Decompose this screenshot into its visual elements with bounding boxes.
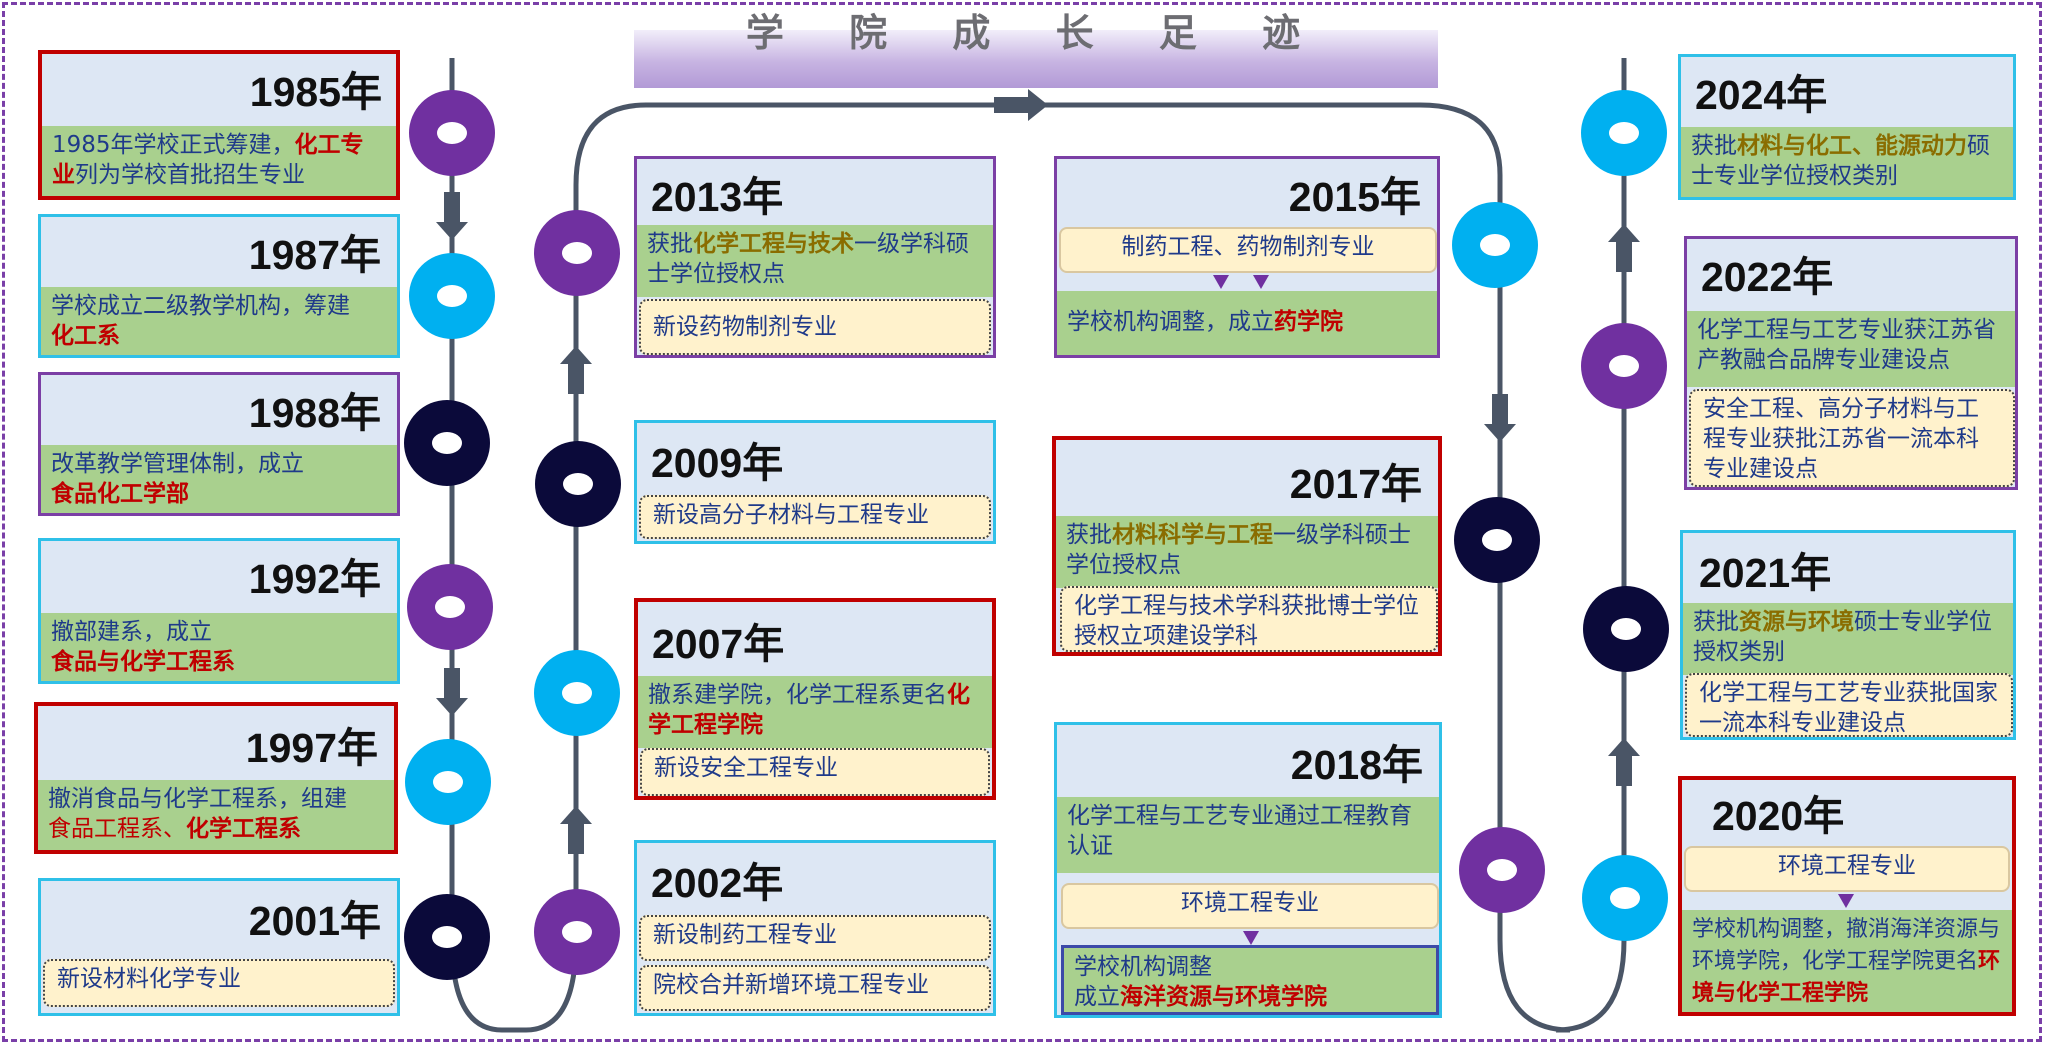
- event-card-2024: 2024年 获批材料与化工、能源动力硕士专业学位授权类别: [1678, 54, 2016, 200]
- arrow-up-4-head: [1608, 738, 1640, 756]
- small-arrow-icon: [1243, 931, 1259, 945]
- event-text: 1985年学校正式筹建，化工专业列为学校首批招生专业: [42, 126, 396, 196]
- event-card-2020: 2020年 环境工程专业 学校机构调整，撤消海洋资源与环境学院，化学工程学院更名…: [1678, 776, 2016, 1016]
- event-card-1988: 1988年 改革教学管理体制，成立食品化工学部: [38, 372, 400, 516]
- event-note-mid: 环境工程专业: [1061, 883, 1439, 929]
- event-text: 撤系建学院，化学工程系更名化学工程学院: [638, 676, 992, 748]
- event-card-1997: 1997年 撤消食品与化学工程系，组建食品工程系、化学工程系: [34, 702, 398, 854]
- event-card-2013: 2013年 获批化学工程与技术一级学科硕士学位授权点 新设药物制剂专业: [634, 156, 996, 358]
- small-arrow-icon: [1253, 275, 1269, 289]
- year-label: 2020年: [1712, 793, 1845, 839]
- event-card-1992: 1992年 撤部建系，成立食品与化学工程系: [38, 538, 400, 684]
- year-label: 2002年: [651, 860, 784, 906]
- arrow-up-1: [568, 364, 584, 394]
- small-arrow-icon: [1838, 894, 1854, 908]
- year-label: 2017年: [1289, 461, 1422, 507]
- arrow-down-2: [444, 668, 460, 698]
- event-card-1987: 1987年 学校成立二级教学机构，筹建化工系: [38, 214, 400, 358]
- year-label: 1988年: [248, 390, 381, 436]
- event-note: 新设材料化学专业: [43, 959, 395, 1007]
- arrow-down-3-head: [1484, 424, 1516, 442]
- arrow-up-2: [568, 824, 584, 854]
- event-text-2: 学校机构调整成立海洋资源与环境学院: [1061, 945, 1439, 1015]
- event-note: 化学工程与技术学科获批博士学位授权立项建设学科: [1060, 586, 1438, 652]
- year-label: 1985年: [249, 69, 382, 115]
- event-text: 改革教学管理体制，成立食品化工学部: [41, 445, 397, 513]
- event-card-2015: 2015年 制药工程、药物制剂专业 学校机构调整，成立药学院: [1054, 156, 1440, 358]
- year-label: 2001年: [248, 898, 381, 944]
- arrow-up-3-head: [1608, 224, 1640, 242]
- arrow-up-4: [1616, 756, 1632, 786]
- event-card-2022: 2022年 化学工程与工艺专业获江苏省产教融合品牌专业建设点 安全工程、高分子材…: [1684, 236, 2018, 490]
- event-note-1: 新设制药工程专业: [639, 915, 991, 961]
- event-card-2009: 2009年 新设高分子材料与工程专业: [634, 420, 996, 544]
- event-text: 获批资源与环境硕士专业学位授权类别: [1683, 603, 2013, 675]
- event-card-1985: 1985年 1985年学校正式筹建，化工专业列为学校首批招生专业: [38, 50, 400, 200]
- event-text: 化学工程与工艺专业获江苏省产教融合品牌专业建设点: [1687, 311, 2015, 387]
- title-banner: [634, 30, 1438, 88]
- year-label: 2022年: [1701, 254, 1834, 300]
- event-card-2007: 2007年 撤系建学院，化学工程系更名化学工程学院 新设安全工程专业: [634, 598, 996, 800]
- event-note: 新设高分子材料与工程专业: [639, 495, 991, 539]
- arrow-right-head: [1028, 89, 1048, 121]
- event-text: 撤部建系，成立食品与化学工程系: [41, 613, 397, 681]
- arrow-down-1-head: [436, 222, 468, 240]
- arrow-down-3: [1492, 394, 1508, 424]
- event-text: 获批化学工程与技术一级学科硕士学位授权点: [637, 225, 993, 297]
- event-note: 化学工程与工艺专业获批国家一流本科专业建设点: [1685, 673, 2013, 737]
- event-note-2: 院校合并新增环境工程专业: [639, 965, 991, 1011]
- year-label: 2007年: [652, 621, 785, 667]
- event-text: 获批材料与化工、能源动力硕士专业学位授权类别: [1681, 127, 2013, 197]
- event-card-2001: 2001年 新设材料化学专业: [38, 878, 400, 1016]
- arrow-up-1-head: [560, 346, 592, 364]
- year-label: 2024年: [1695, 72, 1828, 118]
- year-label: 2015年: [1288, 174, 1421, 220]
- event-card-2021: 2021年 获批资源与环境硕士专业学位授权类别 化学工程与工艺专业获批国家一流本…: [1680, 530, 2016, 740]
- year-label: 2009年: [651, 440, 784, 486]
- page-title: 学 院 成 长 足 迹: [745, 11, 1327, 55]
- event-note: 安全工程、高分子材料与工程专业获批江苏省一流本科专业建设点: [1689, 389, 2015, 487]
- small-arrow-icon: [1213, 275, 1229, 289]
- event-text: 学校机构调整，撤消海洋资源与环境学院，化学工程学院更名环境与化学工程学院: [1682, 910, 2012, 1012]
- arrow-right: [994, 97, 1028, 113]
- year-label: 1987年: [248, 232, 381, 278]
- year-label: 2013年: [651, 174, 784, 220]
- arrow-up-3: [1616, 242, 1632, 272]
- event-text: 化学工程与工艺专业通过工程教育认证: [1057, 797, 1439, 873]
- event-card-2002: 2002年 新设制药工程专业 院校合并新增环境工程专业: [634, 840, 996, 1016]
- event-text: 学校成立二级教学机构，筹建化工系: [41, 287, 397, 355]
- event-note-top: 制药工程、药物制剂专业: [1059, 227, 1437, 273]
- year-label: 2018年: [1290, 742, 1423, 788]
- arrow-down-1: [444, 192, 460, 222]
- year-label: 1992年: [248, 556, 381, 602]
- year-label: 1997年: [245, 725, 378, 771]
- event-card-2018: 2018年 化学工程与工艺专业通过工程教育认证 环境工程专业 学校机构调整成立海…: [1054, 722, 1442, 1018]
- event-note: 新设安全工程专业: [640, 748, 990, 796]
- event-text: 获批材料科学与工程一级学科硕士学位授权点: [1056, 516, 1438, 588]
- event-card-2017: 2017年 获批材料科学与工程一级学科硕士学位授权点 化学工程与技术学科获批博士…: [1052, 436, 1442, 656]
- arrow-down-2-head: [436, 698, 468, 716]
- event-note-top: 环境工程专业: [1684, 846, 2010, 892]
- event-text: 撤消食品与化学工程系，组建食品工程系、化学工程系: [38, 780, 394, 850]
- arrow-up-2-head: [560, 806, 592, 824]
- event-note: 新设药物制剂专业: [639, 299, 991, 355]
- year-label: 2021年: [1699, 550, 1832, 596]
- event-text: 学校机构调整，成立药学院: [1057, 291, 1437, 355]
